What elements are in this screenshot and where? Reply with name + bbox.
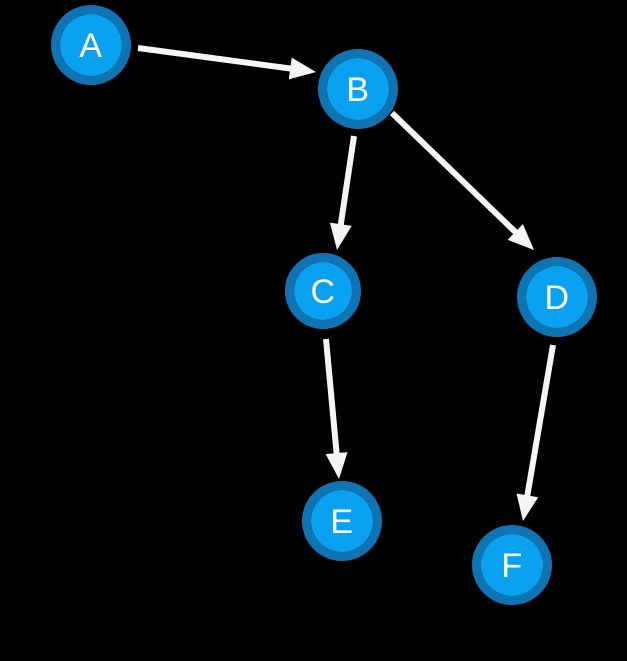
edge-shaft [323,338,341,459]
edge-b-to-c [329,135,357,250]
edge-shaft [337,135,357,230]
edges-layer [137,45,556,521]
arrow-head-icon [516,493,539,521]
node-label: D [544,279,569,317]
node-e[interactable]: E [302,481,382,561]
node-label: B [346,71,369,109]
edge-shaft [523,344,556,501]
node-ring [517,257,597,337]
node-d[interactable]: D [517,257,597,337]
node-label: A [79,27,102,65]
node-circle[interactable] [60,14,122,76]
node-ring [472,525,552,605]
nodes-layer: A B C D E F [51,5,597,605]
arrow-head-icon [325,452,348,479]
edge-shaft [389,110,521,238]
edge-b-to-d [389,110,534,250]
node-ring [285,253,361,329]
node-circle[interactable] [294,262,352,320]
node-ring [302,481,382,561]
node-f[interactable]: F [472,525,552,605]
node-ring [51,5,131,85]
node-a[interactable]: A [51,5,131,85]
node-circle[interactable] [327,58,389,120]
edge-d-to-f [516,344,556,521]
node-circle[interactable] [526,266,588,328]
arrow-head-icon [288,57,316,80]
node-circle[interactable] [311,490,373,552]
arrow-head-icon [329,222,352,250]
node-label: C [310,273,335,311]
node-b[interactable]: B [318,49,398,129]
node-circle[interactable] [481,534,543,596]
node-label: E [330,503,353,541]
edge-shaft [137,45,296,73]
node-ring [318,49,398,129]
edge-c-to-e [323,338,348,479]
node-label: F [501,547,522,585]
arrow-head-icon [507,224,534,250]
node-c[interactable]: C [285,253,361,329]
edge-a-to-b [137,45,316,80]
